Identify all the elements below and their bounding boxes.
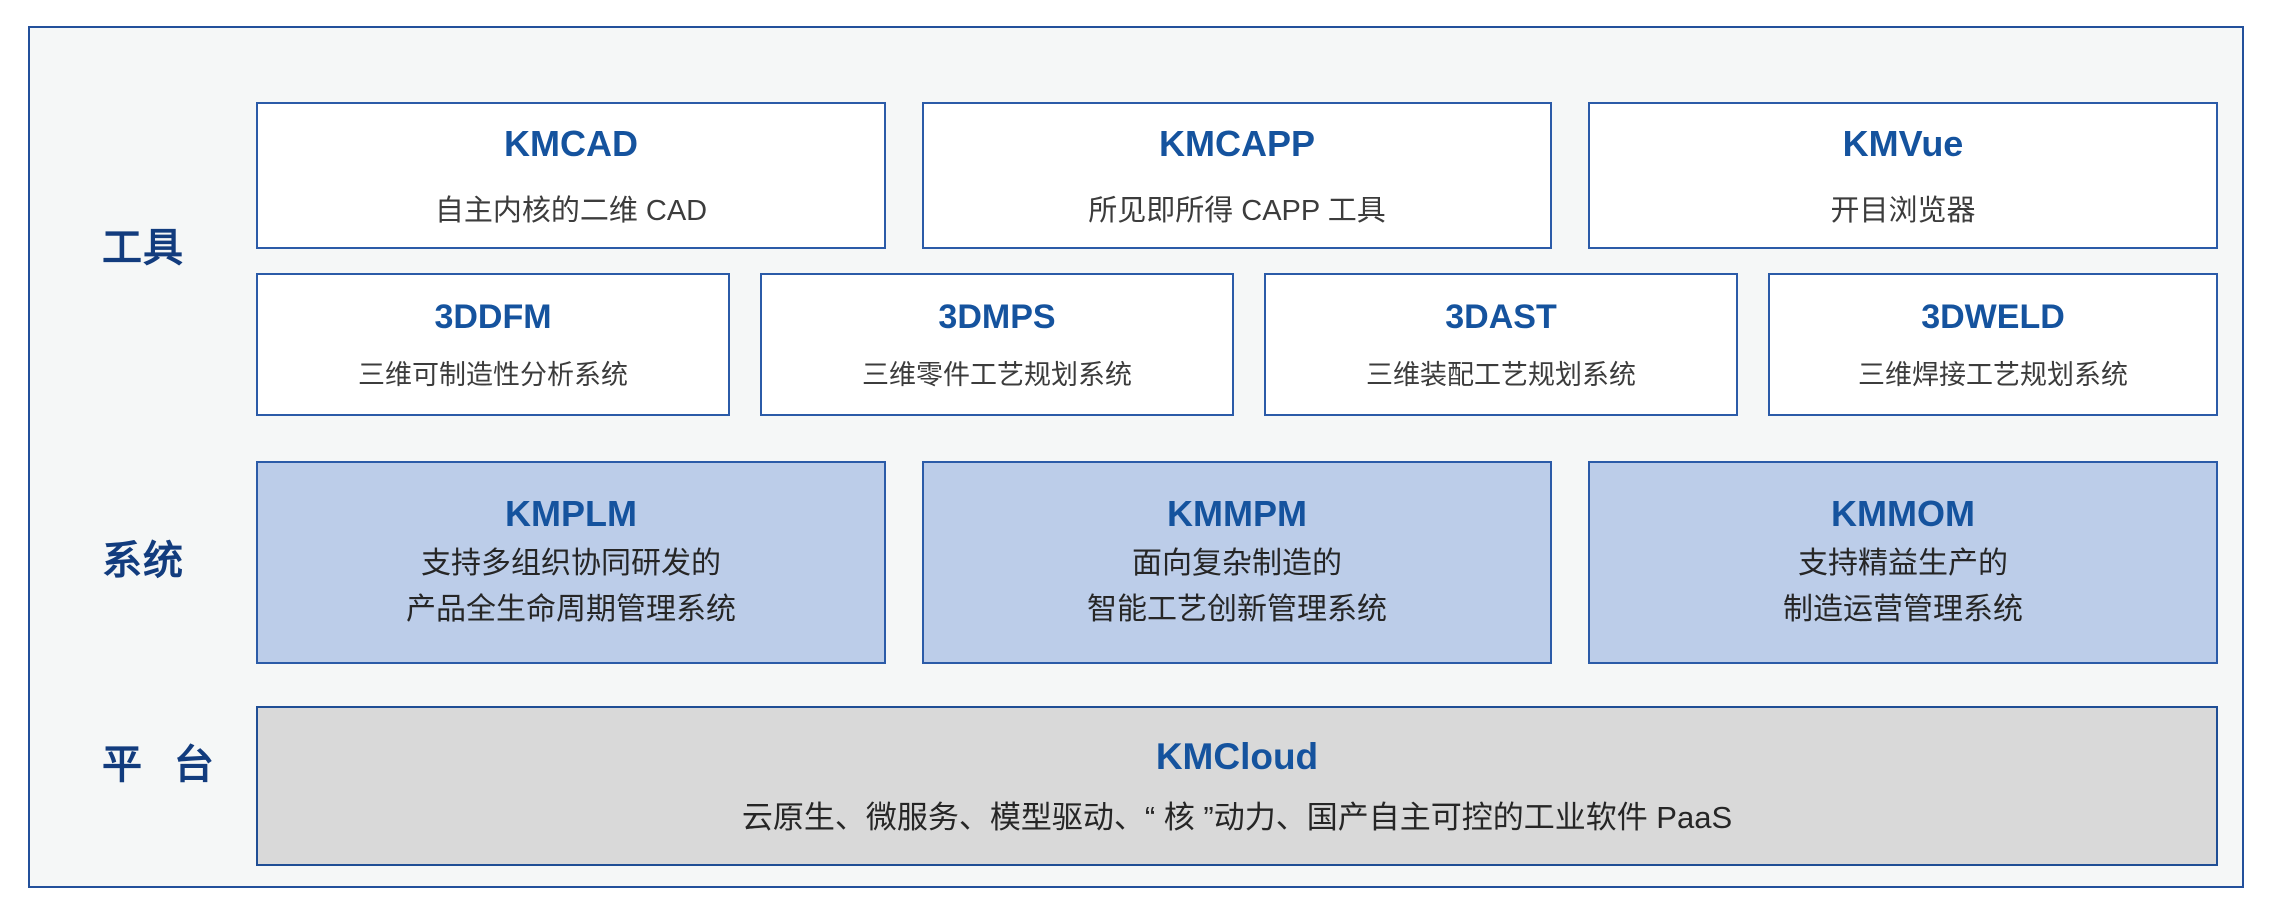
- card-title: 3DAST: [1445, 297, 1557, 336]
- card-title: KMMPM: [1167, 492, 1307, 534]
- card-title: 3DDFM: [434, 297, 552, 336]
- card-description: 所见即所得 CAPP 工具: [1088, 194, 1386, 227]
- card-description-line-1: 面向复杂制造的: [1132, 546, 1342, 580]
- system-card-kmplm[interactable]: KMPLM 支持多组织协同研发的 产品全生命周期管理系统: [256, 461, 886, 664]
- tool-card-kmcapp[interactable]: KMCAPP 所见即所得 CAPP 工具: [922, 102, 1552, 249]
- card-title: KMCAPP: [1158, 122, 1315, 164]
- card-description-line-1: 支持精益生产的: [1798, 546, 2008, 580]
- card-title: KMCAD: [504, 122, 638, 164]
- platform-card-kmcloud[interactable]: KMCloud 云原生、微服务、模型驱动、“ 核 ”动力、国产自主可控的工业软件…: [256, 706, 2218, 866]
- card-description-line-2: 制造运营管理系统: [1783, 592, 2023, 626]
- tier-label-platform: 平 台: [102, 742, 223, 788]
- card-description: 自主内核的二维 CAD: [434, 194, 708, 227]
- card-description-line-2: 产品全生命周期管理系统: [406, 592, 736, 626]
- system-card-kmmpm[interactable]: KMMPM 面向复杂制造的 智能工艺创新管理系统: [922, 461, 1552, 664]
- card-title: KMVue: [1842, 122, 1964, 164]
- tool-card-3dmps[interactable]: 3DMPS 三维零件工艺规划系统: [760, 273, 1234, 416]
- card-title: KMPLM: [505, 492, 637, 534]
- tool-card-kmvue[interactable]: KMVue 开目浏览器: [1588, 102, 2218, 249]
- card-description-line-1: 支持多组织协同研发的: [421, 546, 721, 580]
- card-description: 三维可制造性分析系统: [358, 359, 628, 390]
- card-title: 3DWELD: [1921, 297, 2065, 336]
- card-title: KMCloud: [1155, 735, 1319, 777]
- tool-card-3dast[interactable]: 3DAST 三维装配工艺规划系统: [1264, 273, 1738, 416]
- tier-label-system: 系统: [102, 538, 184, 584]
- tool-card-3ddfm[interactable]: 3DDFM 三维可制造性分析系统: [256, 273, 730, 416]
- tier-label-tools: 工具: [102, 225, 184, 271]
- card-description: 开目浏览器: [1830, 194, 1976, 227]
- card-description: 三维装配工艺规划系统: [1366, 359, 1636, 390]
- tool-card-3dweld[interactable]: 3DWELD 三维焊接工艺规划系统: [1768, 273, 2218, 416]
- system-card-kmmom[interactable]: KMMOM 支持精益生产的 制造运营管理系统: [1588, 461, 2218, 664]
- tool-card-kmcad[interactable]: KMCAD 自主内核的二维 CAD: [256, 102, 886, 249]
- card-description: 三维焊接工艺规划系统: [1858, 359, 2128, 390]
- card-description: 云原生、微服务、模型驱动、“ 核 ”动力、国产自主可控的工业软件 PaaS: [741, 799, 1733, 835]
- card-title: 3DMPS: [938, 297, 1056, 336]
- card-description-line-2: 智能工艺创新管理系统: [1087, 592, 1387, 626]
- architecture-diagram-frame: 工具 系统 平 台 KMCAD 自主内核的二维 CAD KMCAPP 所见即所得…: [28, 26, 2244, 888]
- card-description: 三维零件工艺规划系统: [862, 359, 1132, 390]
- card-title: KMMOM: [1831, 492, 1975, 534]
